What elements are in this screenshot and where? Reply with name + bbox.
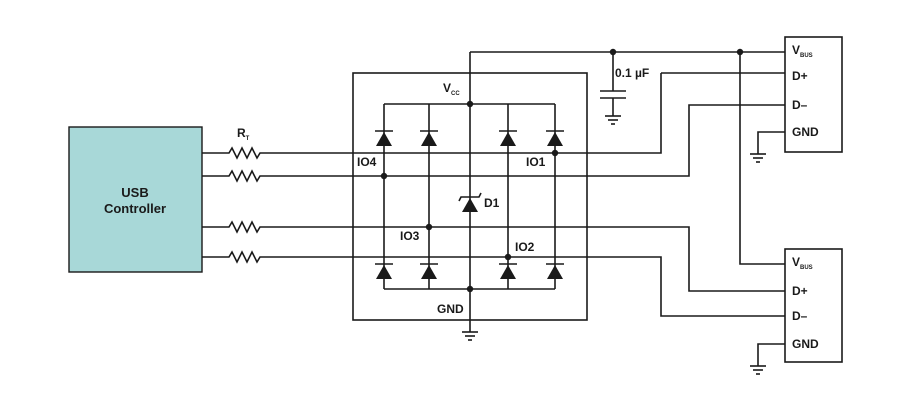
diode-upper-io3 xyxy=(420,130,438,146)
junction-io3 xyxy=(425,223,433,231)
usb-controller-block xyxy=(68,126,203,273)
connector-top-dplus: D+ xyxy=(792,69,808,83)
usb-controller-label-line2: Controller xyxy=(104,201,166,216)
connector-bottom-gnd: GND xyxy=(792,337,819,351)
resistor-line-3 xyxy=(202,220,785,292)
diode-lower-io3 xyxy=(420,263,438,279)
junction-vcc xyxy=(466,100,474,108)
diode-lower-io2 xyxy=(499,263,517,279)
connector-top-gnd: GND xyxy=(792,125,819,139)
io2-label: IO2 xyxy=(515,240,535,254)
diode-upper-io1 xyxy=(546,130,564,146)
connector-bottom-ground-symbol xyxy=(750,343,785,375)
gnd-label: GND xyxy=(437,302,464,316)
vbus-to-bottom-connector xyxy=(739,52,785,265)
usb-controller-label-line1: USB xyxy=(121,185,148,200)
connector-top-vbus: VBUS xyxy=(792,43,813,59)
zener-diode-d1 xyxy=(458,192,482,212)
capacitor-label: 0.1 µF xyxy=(615,66,649,80)
bypass-capacitor xyxy=(600,52,626,125)
vcc-label: VCC xyxy=(443,81,460,97)
junction-io2 xyxy=(504,253,512,261)
usb-connector-bottom xyxy=(784,248,843,363)
resistor-label: RT xyxy=(237,126,250,142)
io4-label: IO4 xyxy=(357,155,377,169)
io1-label: IO1 xyxy=(526,155,546,169)
diode-upper-io4 xyxy=(375,130,393,146)
junction-io4 xyxy=(380,172,388,180)
d1-label: D1 xyxy=(484,196,500,210)
resistor-line-2 xyxy=(202,104,785,183)
connector-bottom-vbus: VBUS xyxy=(792,255,813,271)
io3-label: IO3 xyxy=(400,229,420,243)
diode-lower-io1 xyxy=(546,263,564,279)
resistor-line-1 xyxy=(202,73,662,160)
ic-ground-symbol xyxy=(462,289,478,341)
connector-top-dminus: D– xyxy=(792,98,808,112)
usb-connector-top xyxy=(784,36,843,153)
connector-bottom-dminus: D– xyxy=(792,309,808,323)
diode-upper-io2 xyxy=(499,130,517,146)
connector-top-ground-symbol xyxy=(750,131,785,163)
junction-io1 xyxy=(551,149,559,157)
resistor-line-4 xyxy=(202,250,785,317)
diode-lower-io4 xyxy=(375,263,393,279)
connector-bottom-dplus: D+ xyxy=(792,284,808,298)
